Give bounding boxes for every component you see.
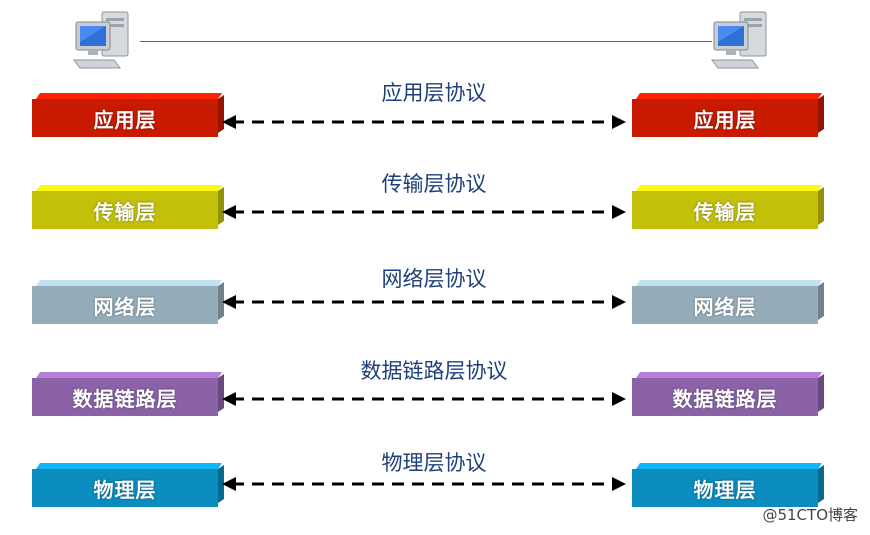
- left-layer-datalink: 数据链路层: [32, 378, 218, 416]
- right-layer-application: 应用层: [632, 99, 818, 137]
- right-layer-physical: 物理层: [632, 469, 818, 507]
- protocol-label-transport: 传输层协议: [381, 172, 487, 196]
- left-computer-icon: [73, 11, 129, 69]
- left-layer-network: 网络层: [32, 286, 218, 324]
- left-layer-transport: 传输层: [32, 191, 218, 229]
- arrow-network: [222, 295, 626, 309]
- protocol-label-network: 网络层协议: [381, 267, 487, 291]
- left-layer-application: 应用层: [32, 99, 218, 137]
- protocol-label-application: 应用层协议: [381, 81, 487, 105]
- right-computer-icon: [711, 11, 767, 69]
- protocol-label-datalink: 数据链路层协议: [360, 359, 508, 383]
- arrow-datalink: [222, 392, 626, 406]
- watermark-text: @51CTO博客: [762, 506, 858, 524]
- network-link-line: [140, 41, 712, 42]
- right-layer-network: 网络层: [632, 286, 818, 324]
- left-layer-physical: 物理层: [32, 469, 218, 507]
- protocol-label-physical: 物理层协议: [381, 451, 487, 475]
- right-layer-datalink: 数据链路层: [632, 378, 818, 416]
- right-layer-transport: 传输层: [632, 191, 818, 229]
- arrow-transport: [222, 205, 626, 219]
- arrow-application: [222, 115, 626, 129]
- arrow-physical: [222, 477, 626, 491]
